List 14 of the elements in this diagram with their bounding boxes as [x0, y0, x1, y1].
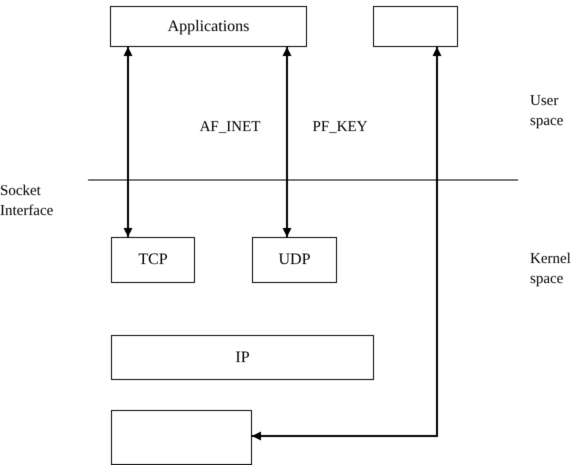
protocol-family-label: PF_KEY	[311, 118, 368, 137]
double-arrow	[282, 47, 292, 237]
region-label: Kernel space	[530, 250, 572, 288]
region-label: User space	[530, 92, 564, 130]
double-arrow	[124, 47, 132, 237]
double-arrow	[252, 47, 442, 440]
layer-box: IP	[111, 335, 374, 380]
empty-box	[111, 410, 252, 465]
protocol-family-label: AF_INET	[198, 118, 262, 137]
layer-box: UDP	[252, 237, 337, 283]
layer-box: TCP	[111, 237, 195, 283]
interface-label: Socket Interface	[0, 182, 54, 220]
layer-box: Applications	[110, 6, 307, 47]
empty-box	[373, 6, 458, 47]
